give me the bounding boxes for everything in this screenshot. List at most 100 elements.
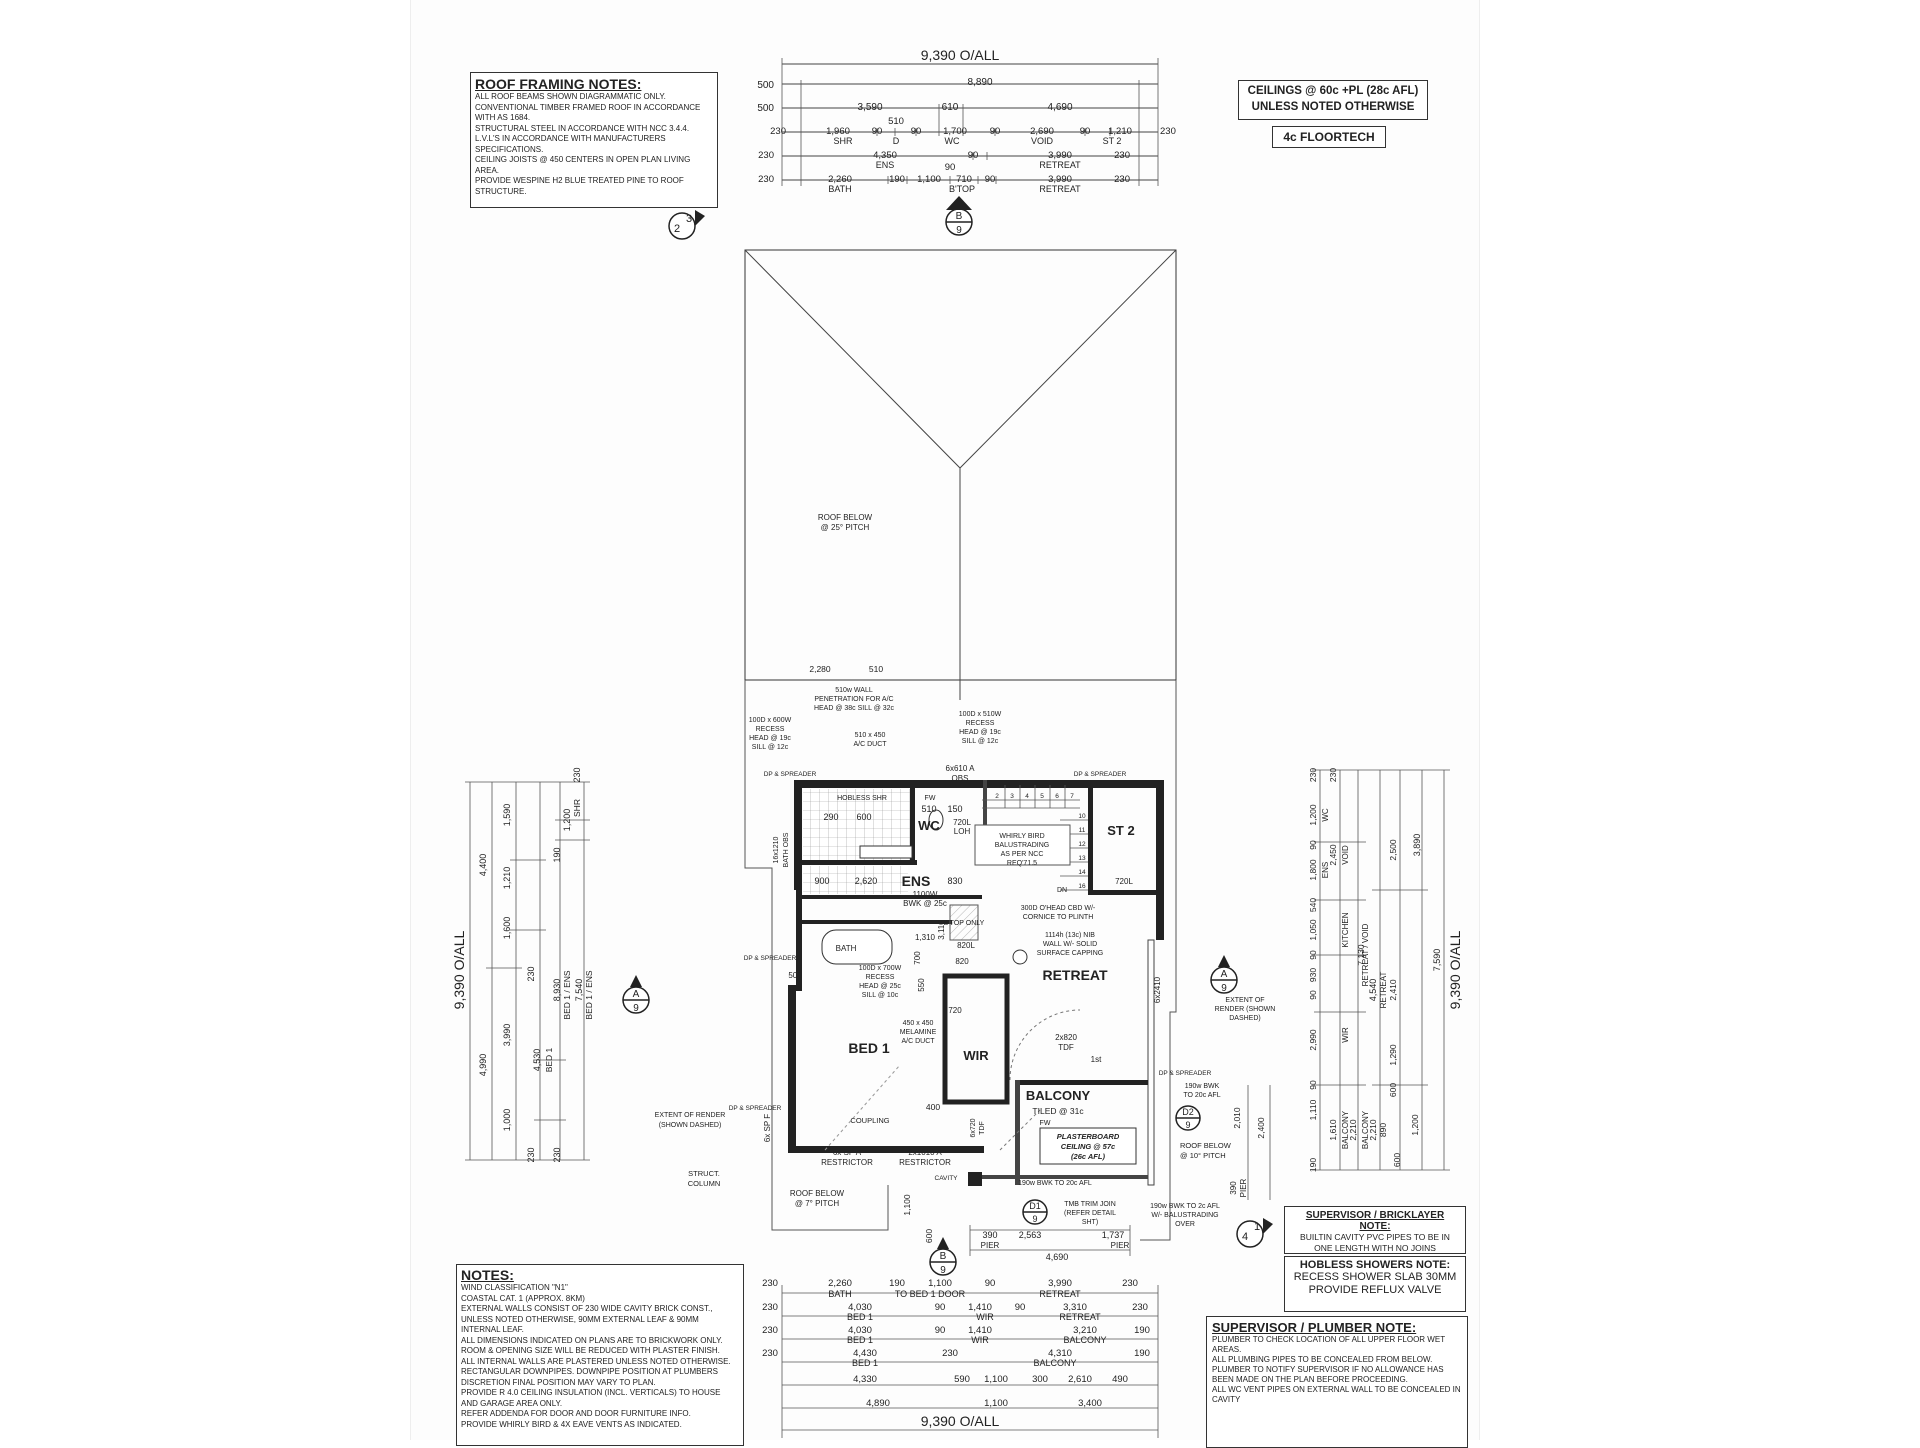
dim-text: 1,200: [1410, 1114, 1420, 1136]
ceilings-line: UNLESS NOTED OTHERWISE: [1251, 101, 1415, 113]
restrictor-note: 2x1010 A: [908, 1148, 942, 1157]
note-line: COASTAL CAT. 1 (APPROX. 8km): [461, 1293, 585, 1303]
stair-step-number: 7: [1070, 793, 1074, 800]
whirlybird-note: AS PER NCC: [1001, 851, 1044, 858]
dim-text: 830: [947, 876, 962, 886]
dim-text: 90: [935, 1302, 946, 1313]
tdf-note: 2x820: [1055, 1033, 1077, 1042]
dim-text: 4,030: [848, 1302, 872, 1313]
balcony-tiled-note: TILED @ 31c: [1032, 1106, 1084, 1116]
ohead-note: 300D O'HEAD CBD W/-: [1021, 905, 1096, 912]
dim-text: 2,280: [809, 664, 831, 674]
stair-step-number: 5: [1040, 793, 1044, 800]
note-line: RECTANGULAR DOWNPIPES. DOWNPIPE POSITION…: [461, 1367, 718, 1387]
dim-text: 90: [1308, 840, 1318, 850]
dim-text: 720L: [1115, 877, 1133, 886]
dim-text: 8,930: [552, 979, 562, 1002]
marker-letter: B: [940, 1251, 947, 1262]
dim-text: 3,590: [857, 102, 882, 113]
dim-room-label: ENS: [1321, 862, 1330, 878]
dim-room-label: BED 1: [852, 1358, 878, 1368]
dim-text: 3,990: [1048, 1278, 1072, 1289]
marker-letter: B: [956, 211, 963, 222]
plasterboard-note: CEILING @ 57c: [1061, 1142, 1116, 1151]
dim-room-label: BED 1: [847, 1335, 873, 1345]
note-win600: SILL @ 12c: [752, 744, 789, 751]
dim-room-label: WIR: [976, 1312, 994, 1322]
bottom-dimension-strings: [781, 1225, 1159, 1438]
supervisor-plumber-line: ALL PLUMBING PIPES TO BE CONCEALED FROM …: [1212, 1355, 1433, 1364]
hobless-line: PROVIDE REFLUX VALVE: [1308, 1284, 1442, 1296]
dim-room-label: RETREAT: [1379, 972, 1388, 1009]
dim-text: 90: [1308, 1080, 1318, 1090]
render-note-l: EXTENT OF RENDER: [655, 1112, 726, 1119]
dim-text: 1,210: [1108, 126, 1132, 137]
dim-text: 1,200: [562, 809, 572, 832]
dim-text: 2,260: [828, 1278, 852, 1289]
dim-text: 230: [762, 1278, 778, 1289]
roof-note-line: L.V.L's IN ACCORDANCE WITH MANUFACTURERS…: [475, 134, 666, 154]
dim-text: 90: [1308, 950, 1318, 960]
fw-label: FW: [925, 795, 936, 802]
dim-room-label: D: [893, 136, 900, 146]
tmb-note: TMB TRIM JOIN: [1064, 1201, 1116, 1208]
restrictor-note: RESTRICTOR: [821, 1158, 873, 1167]
bwk-nib: [949, 904, 979, 941]
dim-text: 2,990: [1308, 1029, 1318, 1051]
dim-text: 2,450: [1328, 844, 1338, 866]
dim-text: 500: [757, 103, 774, 114]
dim-text: 230: [1114, 150, 1130, 161]
roof-note-line: CONVENTIONAL TIMBER FRAMED ROOF IN ACCOR…: [475, 102, 701, 123]
dim-text: 4,310: [1048, 1348, 1072, 1359]
dim-text: 1,410: [968, 1302, 992, 1313]
right-dimension-strings: [1312, 769, 1450, 1171]
dim-room-label: BATH: [828, 1289, 851, 1299]
dim-room-label: BALCONY: [1063, 1335, 1106, 1345]
hobless-showers-note: HOBLESS SHOWERS NOTE: RECESS SHOWER SLAB…: [1284, 1256, 1466, 1312]
vanity: [859, 845, 913, 859]
stair-step-number: 2: [995, 793, 999, 800]
restrictor-note: 6x SP A: [833, 1148, 862, 1157]
note-line: ALL DIMENSIONS INDICATED ON PLANS ARE TO…: [461, 1335, 723, 1356]
dim-room-label: WC: [1321, 808, 1330, 822]
bwk-note: 1100W: [913, 890, 938, 899]
dim-text: 3,990: [1048, 174, 1072, 185]
note-dp: DP & SPREADER: [744, 955, 797, 962]
dim-room-label: BED 1 / ENS: [562, 970, 572, 1019]
dim-text: 90: [935, 1325, 946, 1336]
dim-room-label: BALCONY: [1341, 1110, 1350, 1149]
general-notes: NOTES: WIND CLASSIFICATION "N1" COASTAL …: [456, 1264, 744, 1446]
dim-text: 890: [1378, 1123, 1388, 1137]
bath-tub: [821, 929, 893, 965]
stair-dn: DN: [1057, 887, 1067, 894]
marker-sheet: 9: [1221, 983, 1227, 994]
dim-text: 300: [1032, 1374, 1048, 1385]
whirlybird-note: BALUSTRADING: [995, 842, 1049, 849]
bwk-2c-note: W/- BALUSTRADING: [1151, 1212, 1218, 1219]
bwk-note: 190w BWK: [1185, 1083, 1220, 1090]
bottom-overall-dim: 9,390 O/ALL: [921, 1413, 1000, 1429]
dim-room-label: B'TOP: [949, 184, 975, 194]
dim-text: 1,590: [502, 804, 512, 827]
stair-step-number: 10: [1078, 813, 1086, 820]
dim-room-label: VOID: [1341, 845, 1350, 865]
door-swing: [1009, 1009, 1081, 1081]
dim-room-label: SHR: [833, 136, 853, 146]
loh-label: LOH: [954, 827, 971, 836]
dim-text: 550: [917, 978, 926, 992]
dim-text: 820: [955, 957, 969, 966]
dim-text: 500: [788, 971, 802, 980]
dim-text: 1,960: [826, 126, 850, 137]
dim-text: 4,540: [1368, 979, 1378, 1002]
dim-text: 600: [856, 812, 871, 822]
dim-text: 900: [814, 876, 829, 886]
dim-text: 90: [1308, 990, 1318, 1000]
dim-room-label: KITCHEN: [1341, 912, 1350, 947]
note-wall-pen-3: HEAD @ 38c SILL @ 32c: [814, 705, 895, 712]
tdf-note: TDF: [979, 1121, 986, 1135]
dim-text: 3,110: [937, 920, 946, 940]
bwk-note: TO 20c AFL: [1183, 1092, 1220, 1099]
stair-step-number: 12: [1078, 841, 1086, 848]
dim-text: 700: [913, 951, 922, 965]
dim-text: 190: [889, 174, 905, 185]
